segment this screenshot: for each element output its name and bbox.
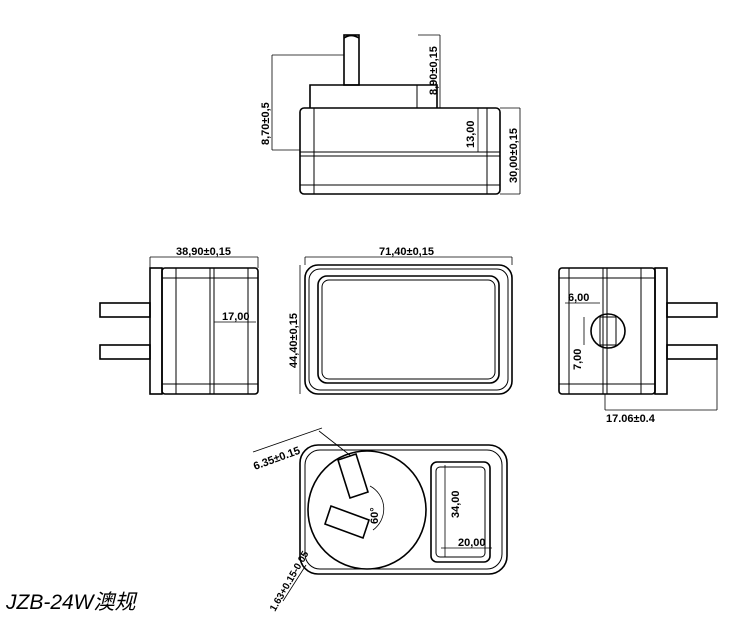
dim-side-pin-height: 8,90±0,15 — [428, 46, 440, 95]
left-view: 38,90±0,15 17,00 — [99, 246, 259, 395]
front-body — [304, 264, 513, 395]
left-pin-bottom — [99, 344, 151, 360]
side-view: 8,70±0,5 8,90±0,15 13,00 30,00±0,15 — [260, 34, 521, 195]
right-pin-bottom — [666, 344, 718, 360]
right-view: 6,00 7,00 17.06±0.4 — [558, 267, 718, 425]
bottom-body — [299, 444, 508, 575]
dim-right-depth: 17.06±0.4 — [606, 413, 656, 425]
dim-right-pin-height: 7,00 — [572, 349, 584, 370]
front-panel — [317, 275, 500, 384]
bottom-slot-top — [337, 452, 369, 500]
model-label: JZB-24W澳规 — [6, 591, 136, 614]
front-view: 71,40±0,15 44,40±0,15 — [288, 246, 513, 395]
dim-front-height: 44,40±0,15 — [288, 313, 300, 368]
dim-bottom-label-width: 20,00 — [458, 537, 486, 549]
dim-bottom-pin-thickness: 1.63+0.15-0.05 — [268, 549, 312, 613]
dim-side-body-height: 13,00 — [465, 120, 477, 148]
side-body — [299, 107, 501, 195]
bottom-label-window — [430, 461, 491, 563]
dim-right-pin-width: 6,00 — [568, 292, 589, 304]
left-pin-top — [99, 302, 151, 318]
dim-bottom-pin-diameter: 6.35±0.15 — [252, 445, 302, 473]
bottom-socket-circle — [307, 450, 427, 570]
dim-side-offset: 8,70±0,5 — [260, 102, 272, 145]
side-pin — [343, 34, 360, 86]
right-base — [654, 267, 668, 395]
dim-left-width: 38,90±0,15 — [176, 246, 231, 258]
bottom-view: 6.35±0.15 60° 34,00 20,00 1.63+0.15-0.05 — [252, 427, 508, 614]
dim-bottom-angle: 60° — [369, 507, 381, 524]
left-base — [149, 267, 163, 395]
dim-front-width: 71,40±0,15 — [379, 246, 434, 258]
side-base — [309, 84, 438, 108]
dim-bottom-label-height: 34,00 — [450, 490, 462, 518]
dim-left-inner: 17,00 — [222, 311, 250, 323]
dim-side-total-height: 30,00±0,15 — [508, 128, 520, 183]
right-socket — [590, 313, 626, 349]
right-pin-top — [666, 302, 718, 318]
bottom-slot-bottom — [323, 504, 371, 540]
